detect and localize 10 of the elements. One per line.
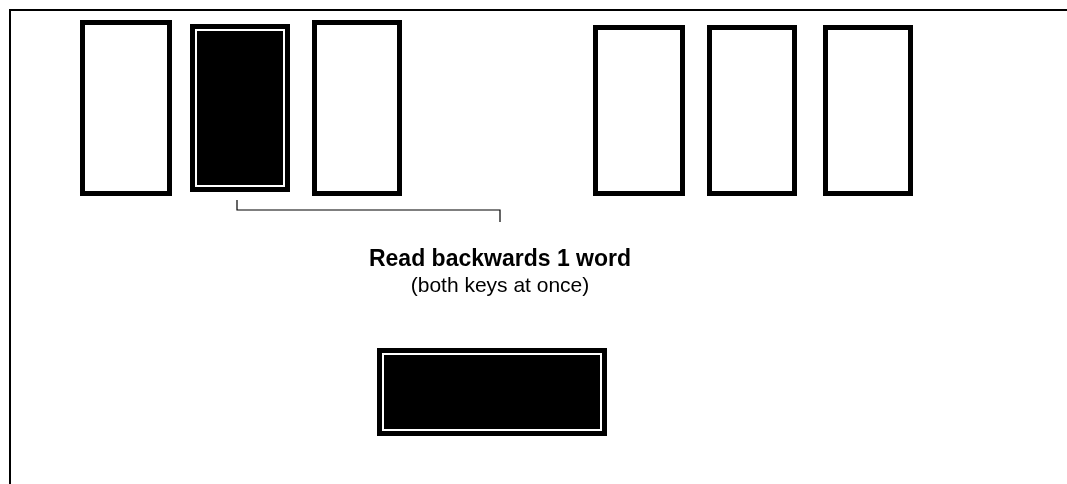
key-cap (707, 25, 797, 196)
key-cap (593, 25, 685, 196)
pressed-key-cap (377, 348, 607, 436)
key-cap (80, 20, 172, 196)
pressed-key-cap (190, 24, 290, 192)
key-cap (312, 20, 402, 196)
leader-line (236, 199, 501, 223)
key-instruction: Read backwards 1 word (368, 244, 631, 272)
key-note: (both keys at once) (410, 272, 590, 298)
key-cap (823, 25, 913, 196)
